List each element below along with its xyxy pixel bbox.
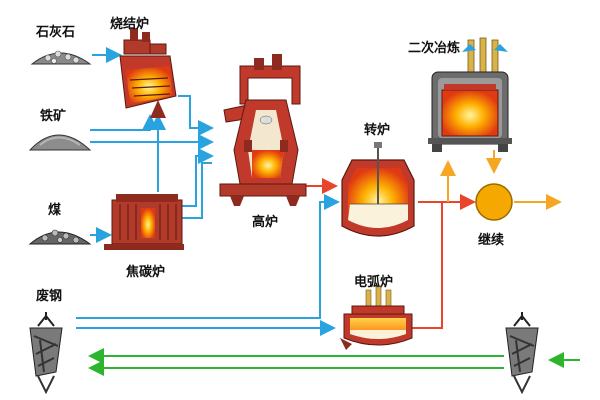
iron-ore-pile-icon xyxy=(28,134,92,151)
sinter-furnace-icon xyxy=(119,28,177,118)
label-coal: 煤 xyxy=(48,202,61,218)
flow-coke-to-blast-furnace xyxy=(182,148,214,207)
label-electric-arc-furnace: 电弧炉 xyxy=(354,274,393,290)
molten-iron-flows xyxy=(306,178,476,329)
flow-sinter-to-blast-furnace xyxy=(178,95,214,136)
blast-furnace-icon xyxy=(219,54,307,206)
continuous-casting-icon xyxy=(475,183,513,221)
flow-coke-to-blast-furnace-2 xyxy=(182,162,212,219)
label-coke-oven: 焦碳炉 xyxy=(125,264,165,280)
label-sinter-furnace: 烧结炉 xyxy=(110,16,149,32)
label-blast-furnace: 高炉 xyxy=(252,214,278,230)
raw-material-flows xyxy=(76,47,340,336)
steel-flows xyxy=(440,150,562,210)
flow-eaf-to-casting xyxy=(410,202,443,329)
flow-iron-ore-to-sinter xyxy=(90,114,158,131)
limestone-pile-icon xyxy=(30,50,92,65)
electric-arc-furnace-icon xyxy=(340,285,413,350)
coke-oven-icon xyxy=(104,194,184,250)
secondary-refining-ladle-icon xyxy=(428,37,512,152)
scrap-steel-hook-right-icon xyxy=(505,312,539,395)
converter-icon xyxy=(341,142,415,237)
label-converter: 转炉 xyxy=(364,122,390,138)
label-secondary-refining: 二次冶炼 xyxy=(408,40,460,56)
label-continuous-casting: 继续 xyxy=(478,232,504,248)
flow-scrap-to-converter xyxy=(76,194,340,319)
scrap-return-flows xyxy=(88,348,580,376)
scrap-steel-hook-left-icon xyxy=(29,312,63,395)
label-limestone: 石灰石 xyxy=(35,24,75,40)
label-scrap-steel: 废钢 xyxy=(36,288,62,304)
coal-pile-icon xyxy=(28,229,92,245)
label-iron-ore: 铁矿 xyxy=(39,108,66,124)
